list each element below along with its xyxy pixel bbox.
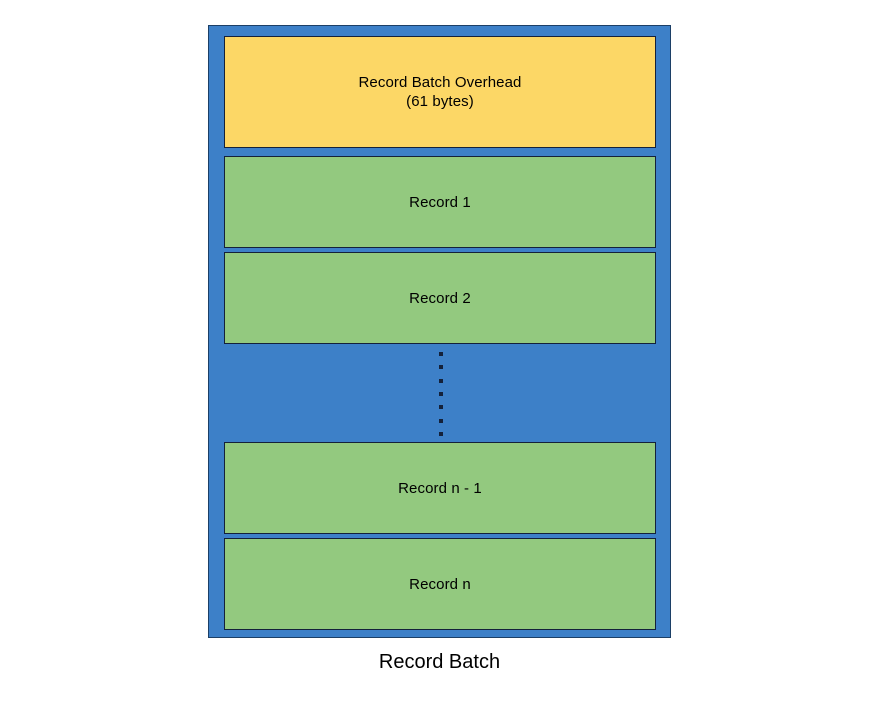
ellipsis-dot: [439, 391, 443, 396]
vertical-ellipsis-icon: [437, 352, 445, 436]
ellipsis-dot: [439, 352, 443, 356]
record-1-block: Record 1: [224, 156, 656, 248]
record-2-label: Record 2: [409, 289, 471, 307]
diagram-caption: Record Batch: [378, 651, 501, 673]
record-n-label: Record n: [409, 575, 471, 593]
ellipsis-dot: [439, 418, 443, 423]
record-n-block: Record n: [224, 538, 656, 630]
ellipsis-dot: [439, 431, 443, 436]
record-n-minus-1-label: Record n - 1: [398, 479, 482, 497]
record-n-minus-1-block: Record n - 1: [224, 442, 656, 534]
record-batch-container: Record Batch Overhead (61 bytes) Record …: [208, 25, 671, 638]
record-batch-overhead-block: Record Batch Overhead (61 bytes): [224, 36, 656, 148]
ellipsis-dot: [439, 405, 443, 410]
ellipsis-dot: [439, 378, 443, 383]
record-1-label: Record 1: [409, 193, 471, 211]
record-batch-overhead-label: Record Batch Overhead (61 bytes): [358, 74, 522, 110]
ellipsis-dot: [439, 365, 443, 370]
record-2-block: Record 2: [224, 252, 656, 344]
